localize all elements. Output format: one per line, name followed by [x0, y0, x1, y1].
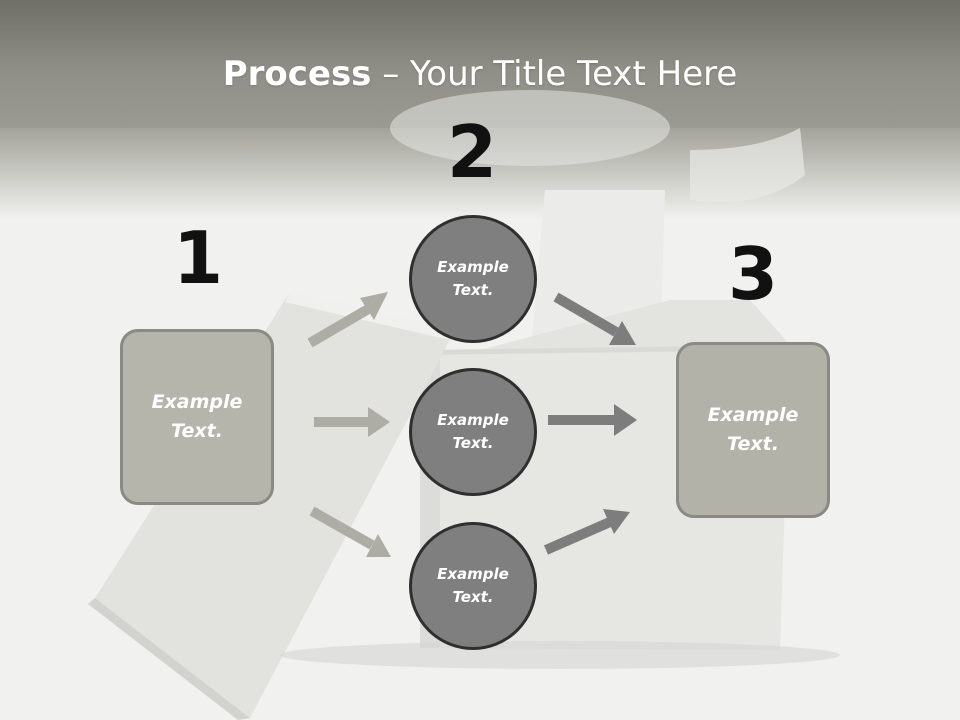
step-3-box-line1: Example: [707, 404, 799, 426]
step-number-3: 3: [727, 232, 779, 316]
circle-middle-line1: Example: [437, 411, 509, 429]
arrow-to-circle-top: [307, 292, 388, 348]
circle-middle-line2: Text.: [452, 434, 494, 452]
circle-top-line2: Text.: [452, 281, 494, 299]
arrow-from-circle-top: [553, 292, 636, 345]
step-1-box-line2: Text.: [171, 420, 223, 442]
step-2-circle-bottom: Example Text.: [409, 522, 537, 650]
arrow-to-circle-middle: [314, 407, 390, 437]
title-rest-part: – Your Title Text Here: [371, 54, 738, 94]
circle-top-line1: Example: [437, 258, 509, 276]
step-2-circle-top: Example Text.: [409, 215, 537, 343]
step-1-box-line1: Example: [151, 391, 243, 413]
slide-title: Process – Your Title Text Here: [0, 52, 960, 96]
step-number-2: 2: [446, 110, 498, 194]
arrow-from-circle-bottom: [543, 509, 630, 555]
circle-bottom-line2: Text.: [452, 588, 494, 606]
step-3-box-line2: Text.: [727, 433, 779, 455]
step-number-1: 1: [172, 216, 224, 300]
step-2-circle-middle: Example Text.: [409, 368, 537, 496]
step-3-box: Example Text.: [676, 342, 830, 518]
step-1-box: Example Text.: [120, 329, 274, 505]
arrow-to-circle-bottom: [309, 506, 391, 557]
arrow-from-circle-middle: [548, 404, 637, 436]
title-bold-part: Process: [222, 54, 372, 94]
circle-bottom-line1: Example: [437, 565, 509, 583]
